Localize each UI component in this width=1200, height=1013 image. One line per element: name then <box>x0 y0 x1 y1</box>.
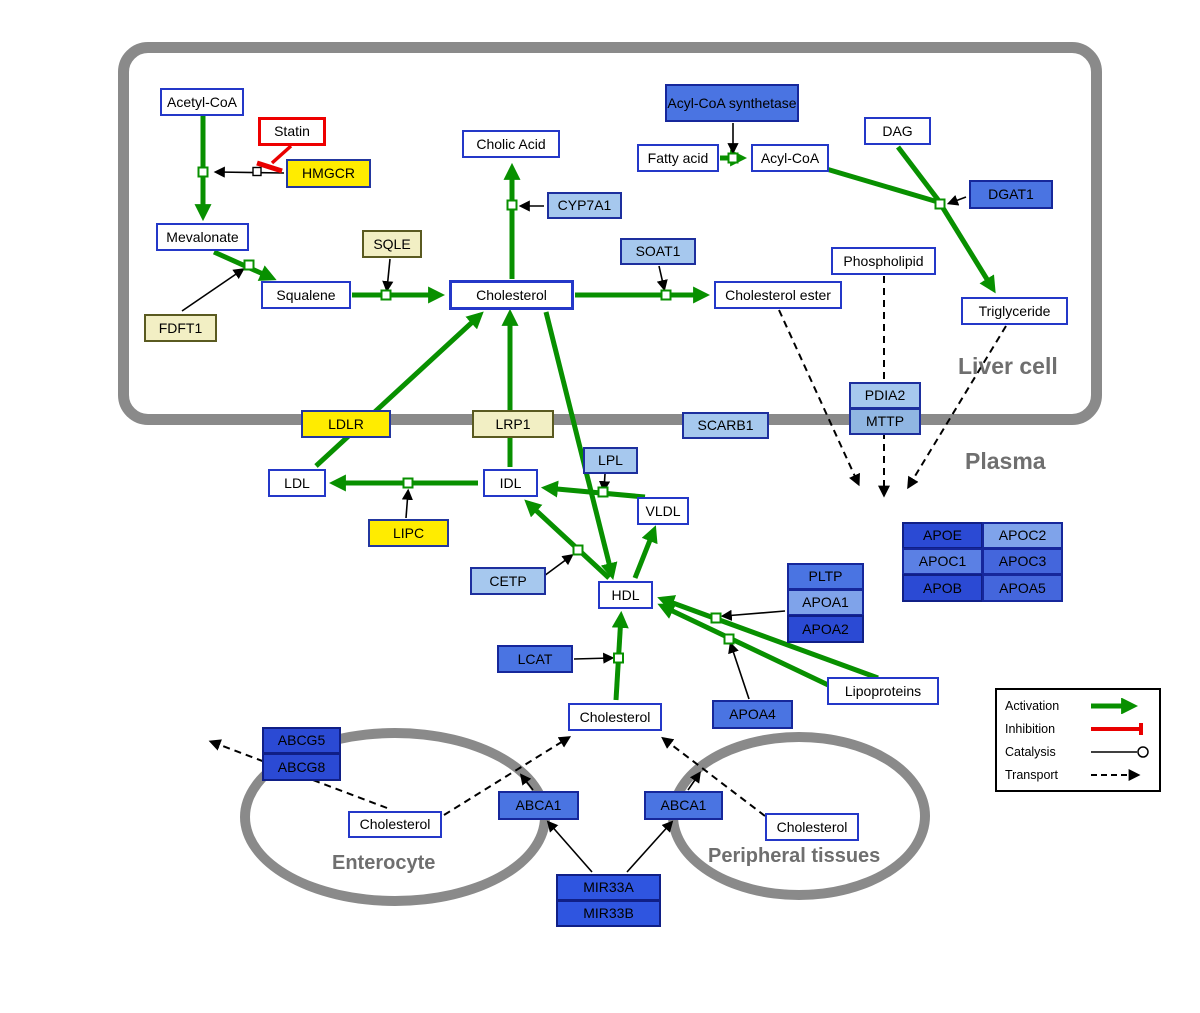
node-apob[interactable]: APOB <box>902 574 983 602</box>
node-mevalonate[interactable]: Mevalonate <box>156 223 249 251</box>
reaction-nodes <box>197 152 946 664</box>
node-pltp[interactable]: PLTP <box>787 563 864 590</box>
legend-inhibition-label: Inhibition <box>1005 721 1056 736</box>
node-lipc[interactable]: LIPC <box>368 519 449 547</box>
node-apoa2[interactable]: APOA2 <box>787 615 864 643</box>
node-mir33b[interactable]: MIR33B <box>556 900 661 927</box>
node-ldl[interactable]: LDL <box>268 469 326 497</box>
peripheral-tissues-label: Peripheral tissues <box>708 845 881 867</box>
node-fatty-acid[interactable]: Fatty acid <box>637 144 719 172</box>
plasma-label: Plasma <box>965 448 1046 474</box>
node-pdia2[interactable]: PDIA2 <box>849 382 921 409</box>
node-apoc1[interactable]: APOC1 <box>902 548 983 575</box>
activation-arrow-icon <box>1091 697 1139 714</box>
liver-cell-label: Liver cell <box>958 353 1058 379</box>
node-acetyl-coa[interactable]: Acetyl-CoA <box>160 88 244 116</box>
liver-cell-membrane <box>118 42 1102 425</box>
node-cetp[interactable]: CETP <box>470 567 546 595</box>
node-apoa4[interactable]: APOA4 <box>712 700 793 729</box>
node-lcat[interactable]: LCAT <box>497 645 573 673</box>
node-hmgcr[interactable]: HMGCR <box>286 159 371 188</box>
node-mir33a[interactable]: MIR33A <box>556 874 661 901</box>
node-lpl[interactable]: LPL <box>583 447 638 474</box>
node-apoa1[interactable]: APOA1 <box>787 589 864 616</box>
node-dgat1[interactable]: DGAT1 <box>969 180 1053 209</box>
node-abca1-enterocyte[interactable]: ABCA1 <box>498 791 579 820</box>
node-cholesterol-enterocyte[interactable]: Cholesterol <box>348 811 442 838</box>
node-dag[interactable]: DAG <box>864 117 931 145</box>
node-triglyceride[interactable]: Triglyceride <box>961 297 1068 325</box>
catalysis-node-hmgcr <box>252 166 262 177</box>
node-squalene[interactable]: Squalene <box>261 281 351 309</box>
catalysis-circle-icon <box>1091 745 1149 758</box>
node-abca1-peripheral[interactable]: ABCA1 <box>644 791 723 820</box>
node-cyp7a1[interactable]: CYP7A1 <box>547 192 622 219</box>
node-soat1[interactable]: SOAT1 <box>620 238 696 265</box>
node-acyl-coa-2[interactable]: Acyl-CoA <box>751 144 829 172</box>
node-cholesterol-peripheral[interactable]: Cholesterol <box>765 813 859 841</box>
node-statin-drug[interactable]: Statin <box>258 117 326 146</box>
node-hdl[interactable]: HDL <box>598 581 653 609</box>
legend-activation-label: Activation <box>1005 698 1060 713</box>
node-sqle[interactable]: SQLE <box>362 230 422 258</box>
node-vldl[interactable]: VLDL <box>637 497 689 525</box>
legend-catalysis-label: Catalysis <box>1005 744 1056 759</box>
node-ldlr[interactable]: LDLR <box>301 410 391 438</box>
node-abcg8[interactable]: ABCG8 <box>262 753 341 781</box>
node-fdft1[interactable]: FDFT1 <box>144 314 217 342</box>
legend-row-activation: Activation <box>1005 697 1151 714</box>
legend-row-inhibition: Inhibition <box>1005 721 1151 737</box>
legend-row-catalysis: Catalysis <box>1005 744 1151 760</box>
node-apoc2[interactable]: APOC2 <box>982 522 1063 549</box>
node-mttp[interactable]: MTTP <box>849 408 921 435</box>
activation-edges <box>194 116 996 701</box>
node-cholesterol-liver[interactable]: Cholesterol <box>449 280 574 310</box>
inhibition-tbar-icon <box>1091 722 1143 735</box>
node-apoe[interactable]: APOE <box>902 522 983 549</box>
transport-dashed-arrow-icon <box>1091 768 1141 781</box>
node-apoa5[interactable]: APOA5 <box>982 574 1063 602</box>
inhibition-edge-statin <box>256 144 293 174</box>
node-lipoproteins[interactable]: Lipoproteins <box>827 677 939 705</box>
node-cholic-acid[interactable]: Cholic Acid <box>462 130 560 158</box>
catalysis-edges <box>181 123 967 873</box>
node-lrp1[interactable]: LRP1 <box>472 410 554 438</box>
node-abcg5[interactable]: ABCG5 <box>262 727 341 754</box>
legend-row-transport: Transport <box>1005 767 1151 783</box>
node-idl[interactable]: IDL <box>483 469 538 497</box>
node-scarb1[interactable]: SCARB1 <box>682 412 769 439</box>
legend-box: Activation Inhibition Catalysis Transpor… <box>995 688 1161 792</box>
enterocyte-label: Enterocyte <box>332 852 436 874</box>
node-acyl-coa-synthetase[interactable]: Acyl-CoA synthetase <box>665 84 799 122</box>
node-phospholipid[interactable]: Phospholipid <box>831 247 936 275</box>
node-apoc3[interactable]: APOC3 <box>982 548 1063 575</box>
node-cholesterol-ester[interactable]: Cholesterol ester <box>714 281 842 309</box>
node-cholesterol-plasma[interactable]: Cholesterol <box>568 703 662 731</box>
legend-transport-label: Transport <box>1005 767 1059 782</box>
